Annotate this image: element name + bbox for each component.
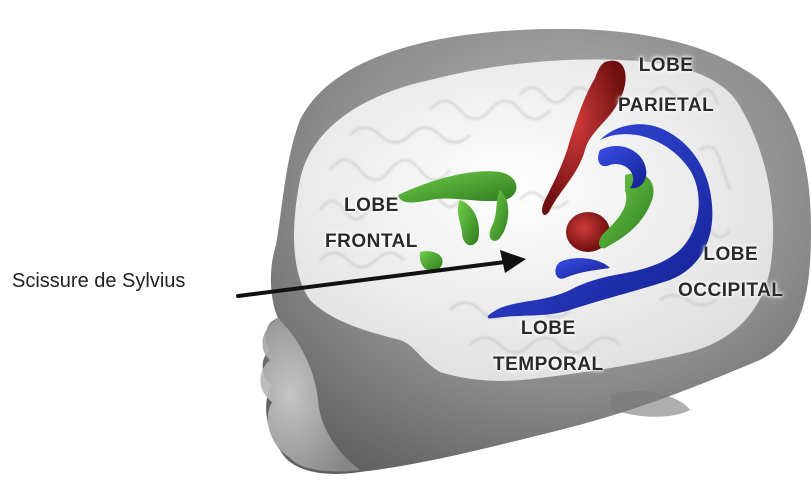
label-frontal-line2: FRONTAL <box>325 231 418 253</box>
label-occipital-line1: LOBE <box>678 244 783 266</box>
label-lobe-parietal: LOBE PARIETAL <box>618 55 714 117</box>
label-occipital-line2: OCCIPITAL <box>678 280 783 302</box>
label-temporal-line2: TEMPORAL <box>493 354 604 376</box>
label-frontal-line1: LOBE <box>325 195 418 217</box>
ear <box>610 391 690 417</box>
label-lobe-occipital: LOBE OCCIPITAL <box>678 244 783 302</box>
label-temporal-line1: LOBE <box>493 318 604 340</box>
label-parietal-line1: LOBE <box>618 55 714 77</box>
label-sylvian-fissure: Scissure de Sylvius <box>12 270 185 293</box>
label-lobe-frontal: LOBE FRONTAL <box>325 195 418 253</box>
label-lobe-temporal: LOBE TEMPORAL <box>493 318 604 376</box>
label-parietal-line2: PARIETAL <box>618 95 714 117</box>
